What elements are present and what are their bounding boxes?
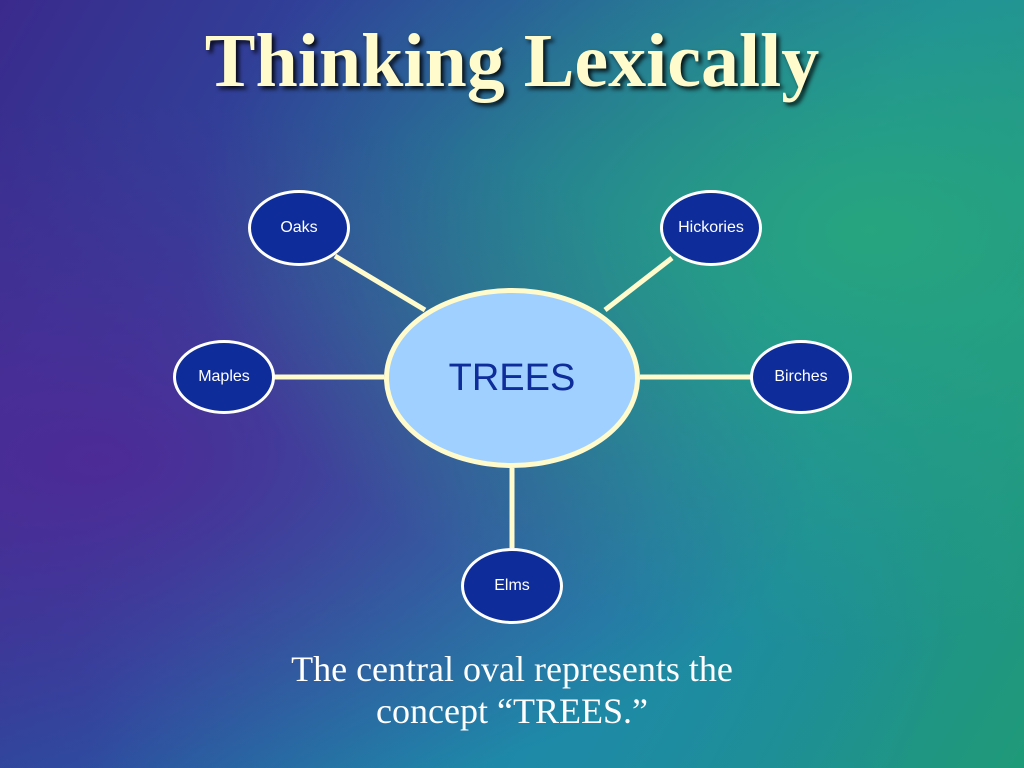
connector-hickories (603, 256, 674, 312)
node-hickories: Hickories (660, 190, 762, 266)
node-elms: Elms (461, 548, 563, 624)
caption: The central oval represents the concept … (0, 648, 1024, 732)
node-birches: Birches (750, 340, 852, 414)
caption-line-2: concept “TREES.” (376, 691, 648, 731)
node-maples: Maples (173, 340, 275, 414)
connector-oaks (333, 253, 427, 313)
node-oaks: Oaks (248, 190, 350, 266)
central-oval-trees: TREES (384, 288, 640, 468)
caption-line-1: The central oval represents the (291, 649, 733, 689)
slide-title: Thinking Lexically (204, 19, 820, 103)
